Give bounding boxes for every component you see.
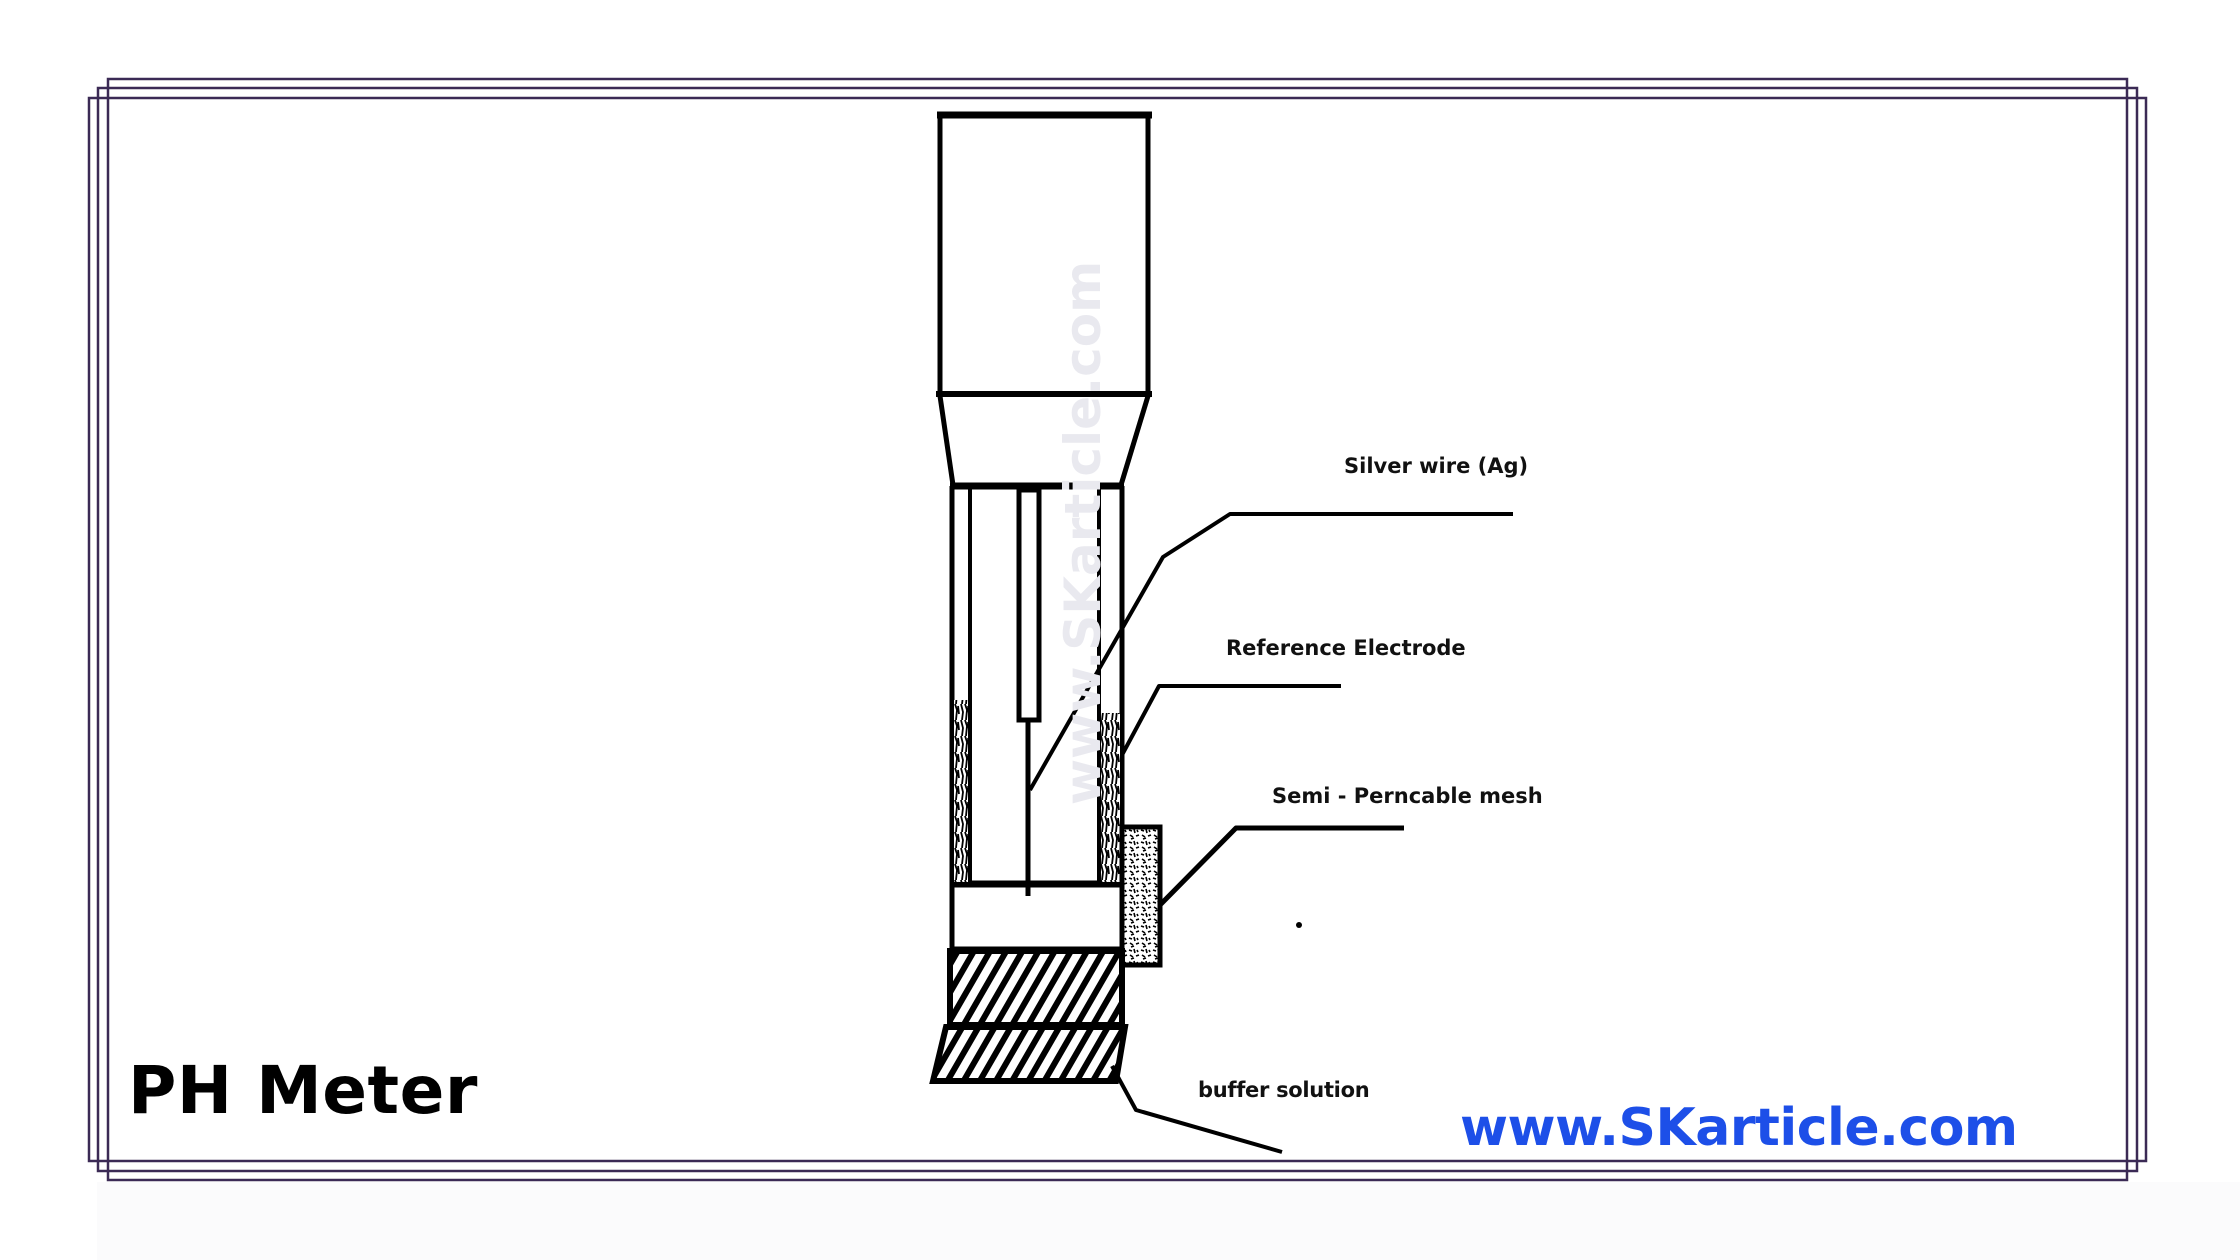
bottom-shade xyxy=(97,1182,2240,1260)
leader-reference-electrode xyxy=(1120,684,1341,756)
leader-buffer xyxy=(1110,1065,1283,1154)
label-reference-electrode: Reference Electrode xyxy=(1226,636,1466,660)
electrode-taper xyxy=(937,395,1151,490)
diagram-title: PH Meter xyxy=(128,1052,478,1129)
website-link[interactable]: www.SKarticle.com xyxy=(1460,1098,2018,1158)
semi-permeable-mesh xyxy=(1119,824,1163,968)
leader-lines xyxy=(1028,512,1513,1154)
reference-fill-right xyxy=(1101,713,1120,882)
electrode-cap xyxy=(936,111,1152,397)
leader-silver-wire xyxy=(1028,512,1513,791)
label-buffer-solution: buffer solution xyxy=(1198,1078,1370,1102)
silver-wire xyxy=(1016,487,1042,896)
frame-border xyxy=(87,77,2148,1182)
watermark-text: www.SKarticle.com xyxy=(1054,260,1112,806)
label-silver-wire: Silver wire (Ag) xyxy=(1344,454,1529,478)
buffer-block-upper xyxy=(947,948,1125,1028)
buffer-block-lower xyxy=(929,1024,1129,1084)
label-semi-permeable-mesh: Semi - Perncable mesh xyxy=(1272,784,1543,808)
stray-dot xyxy=(1296,922,1302,928)
leader-mesh xyxy=(1158,825,1404,907)
reference-fill-left xyxy=(954,700,968,882)
